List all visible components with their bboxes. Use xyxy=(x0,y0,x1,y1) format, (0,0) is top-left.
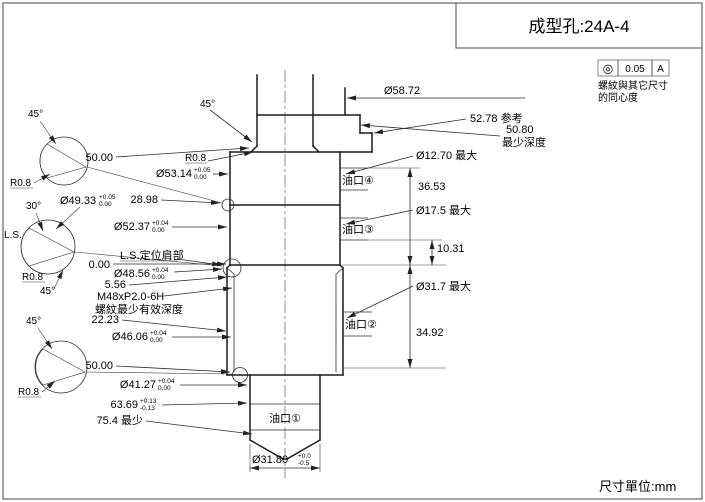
port2-label: 油口② xyxy=(345,317,377,331)
dim-dia-53-14-tol-hi: +0.05 xyxy=(194,167,211,174)
detail-view-2: 30° L.S. R0.8 45° Ø49.33 +0.05 0.00 xyxy=(4,194,223,297)
dim-len-63-69-tol-hi: +0.13 xyxy=(140,398,157,405)
dim-len-63-69: 63.69 xyxy=(110,399,138,411)
dim-len-50-00-top: 50.00 xyxy=(85,152,113,164)
dim-dia-49-33: Ø49.33 xyxy=(60,195,96,207)
dim-dia-31-80: Ø31.80 xyxy=(252,454,288,466)
page-title: 成型孔:24A-4 xyxy=(528,17,629,36)
dim-dia-52-37-tol-lo: 0.00 xyxy=(152,227,165,234)
dim-len-36-53: 36.53 xyxy=(418,181,446,193)
port1-label: 油口① xyxy=(269,411,301,425)
dim-dia-58-72: Ø58.72 xyxy=(384,85,420,97)
detail-view-3: 45° R0.8 xyxy=(18,316,233,398)
tolerance-datum: A xyxy=(657,64,664,75)
dimension-labels: 45° R0.8 Ø58.72 52.78 参考 50.80 最少深度 Ø12.… xyxy=(85,85,546,467)
dim-dia-41-27-tol-hi: +0.04 xyxy=(158,378,175,385)
tolerance-frame: ◎ 0.05 A 螺紋與其它尺寸 的同心度 xyxy=(597,59,670,104)
dim-len-50-00-bottom: 50.00 xyxy=(85,360,113,372)
detail3-angle-label: 45° xyxy=(26,316,41,327)
dim-dia-52-37: Ø52.37 xyxy=(114,221,150,233)
detail2-angle45-label: 45° xyxy=(40,286,55,297)
dimension-lines xyxy=(113,95,525,472)
ls-shoulder-note: L.S.定位肩部 xyxy=(120,248,184,262)
dim-dia-53-14-tol-lo: 0.00 xyxy=(194,174,207,181)
dim-dia-31-80-tol-hi: +0.0 xyxy=(298,453,311,460)
dim-len-5-56: 5.56 xyxy=(105,279,126,291)
dim-min-depth-note: 最少深度 xyxy=(502,135,546,149)
part-outline xyxy=(225,74,373,461)
port3-label: 油口③ xyxy=(342,222,374,236)
dim-dia-53-14: Ø53.14 xyxy=(156,168,192,180)
detail2-angle30-label: 30° xyxy=(26,201,41,212)
concentricity-icon: ◎ xyxy=(603,62,613,76)
dim-dia-12-70: Ø12.70 最大 xyxy=(416,148,477,162)
dim-len-75-4: 75.4 最少 xyxy=(97,414,143,427)
dim-dia-46-06-tol-hi: +0.04 xyxy=(150,330,167,337)
title-block: 成型孔:24A-4 xyxy=(455,2,703,49)
neck-radius-label: R0.8 xyxy=(185,153,207,164)
thread-depth-note: 螺紋最少有效深度 xyxy=(95,302,183,316)
dim-dia-41-27-tol-lo: 0.00 xyxy=(158,385,171,392)
dim-min-depth-50-80: 50.80 xyxy=(506,124,534,136)
thread-spec: M48xP2.0-6H xyxy=(97,291,164,303)
neck-angle-label: 45° xyxy=(200,99,215,110)
dim-dia-46-06-tol-lo: 0.00 xyxy=(150,337,163,344)
dim-dia-52-37-tol-hi: +0.04 xyxy=(152,220,169,227)
dim-dia-17-5: Ø17.5 最大 xyxy=(416,203,471,217)
dim-dia-31-7: Ø31.7 最大 xyxy=(416,279,471,293)
dim-dia-41-27: Ø41.27 xyxy=(120,379,156,391)
dim-len-63-69-tol-lo: -0.13 xyxy=(140,405,155,412)
tolerance-note-line2: 的同心度 xyxy=(598,91,638,104)
port4-label: 油口④ xyxy=(342,173,374,187)
detail1-angle-label: 45° xyxy=(28,109,43,120)
dim-dia-48-56-tol-lo: 0.00 xyxy=(152,274,165,281)
dim-dia-49-33-tol-hi: +0.05 xyxy=(99,194,116,201)
detail2-ls-label: L.S. xyxy=(4,230,22,241)
dim-dia-48-56-tol-hi: +0.04 xyxy=(152,267,169,274)
dim-len-28-98: 28.98 xyxy=(130,194,158,206)
thread-and-groove-lines xyxy=(226,167,372,431)
dim-dia-31-80-tol-lo: -0.5 xyxy=(298,460,310,467)
detail-view-1: 45° R0.8 xyxy=(10,109,223,204)
dim-len-0-00: 0.00 xyxy=(89,259,110,271)
dim-len-34-92: 34.92 xyxy=(416,327,444,339)
detail2-radius-label: R0.8 xyxy=(22,272,44,283)
port-labels: 油口④ 油口③ 油口② 油口① xyxy=(269,173,377,425)
dim-ref-52-78: 52.78 参考 xyxy=(470,111,523,125)
dim-dia-49-33-tol-lo: 0.00 xyxy=(99,201,112,208)
tolerance-note-line1: 螺紋與其它尺寸 xyxy=(598,79,668,92)
detail-balloons xyxy=(221,198,248,383)
detail1-radius-label: R0.8 xyxy=(10,178,32,189)
unit-label: 尺寸單位:mm xyxy=(599,479,676,494)
detail3-radius-label: R0.8 xyxy=(18,387,40,398)
dim-dia-48-56: Ø48.56 xyxy=(114,268,150,280)
dim-len-22-23: 22.23 xyxy=(91,314,119,326)
dim-len-10-31: 10.31 xyxy=(437,243,465,255)
dim-dia-46-06: Ø46.06 xyxy=(112,331,148,343)
tolerance-value: 0.05 xyxy=(625,64,645,75)
